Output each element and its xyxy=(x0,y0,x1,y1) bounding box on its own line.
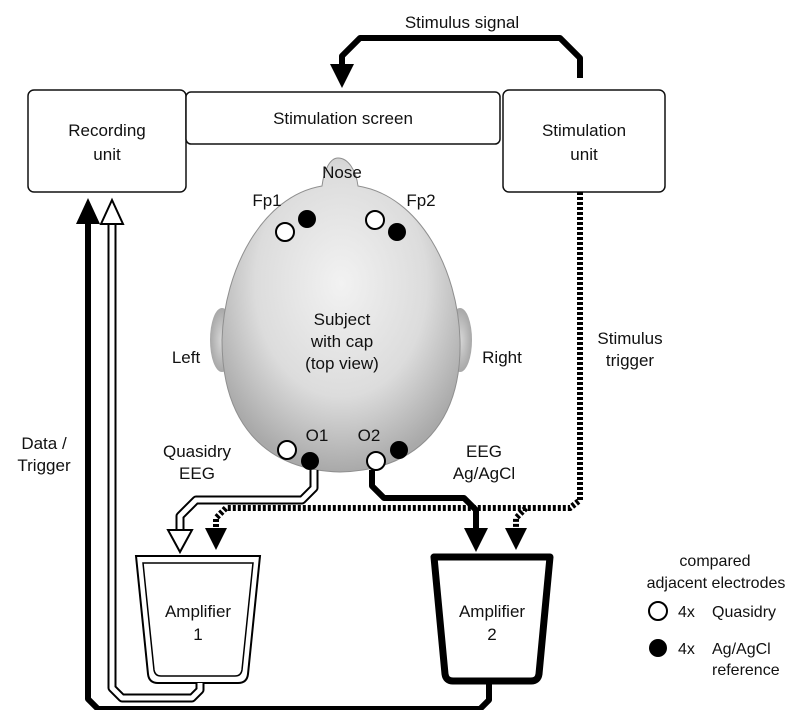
left-label: Left xyxy=(172,348,201,367)
o1-label: O1 xyxy=(306,426,329,445)
recording-unit-label-line1: Recording xyxy=(68,121,146,140)
agagcl-cable xyxy=(369,470,488,552)
stimulation-screen-box: Stimulation screen xyxy=(185,91,501,145)
o2-quasidry-electrode xyxy=(366,451,386,471)
o1-agagcl-electrode xyxy=(301,452,319,470)
data-trigger-line-amplifier-2 xyxy=(76,198,492,710)
fp2-agagcl-electrode xyxy=(388,223,406,241)
amplifier-1-label-line1: Amplifier xyxy=(165,602,231,621)
fp2-label: Fp2 xyxy=(406,191,435,210)
amplifier-2-label-line1: Amplifier xyxy=(459,602,525,621)
quasidry-cable xyxy=(166,470,319,555)
data-trigger-label-line1: Data / xyxy=(21,434,67,453)
stimulus-trigger-label-line1: Stimulus xyxy=(597,329,662,348)
stimulus-signal-arrow xyxy=(330,35,583,88)
subject-label-line3: (top view) xyxy=(305,354,379,373)
data-trigger-label-line2: Trigger xyxy=(17,456,71,475)
right-label: Right xyxy=(482,348,522,367)
legend-item-2-extra: reference xyxy=(712,662,780,679)
amplifier-1: Amplifier 1 xyxy=(134,555,262,684)
quasidry-eeg-label-line1: Quasidry xyxy=(163,442,232,461)
recording-unit-box: Recording unit xyxy=(27,89,187,193)
legend-open-circle-icon xyxy=(648,601,668,621)
legend: compared adjacent electrodes 4x Quasidry… xyxy=(647,553,786,679)
stimulation-screen-label: Stimulation screen xyxy=(273,109,413,128)
nose-label: Nose xyxy=(322,163,362,182)
stimulus-trigger-line xyxy=(205,192,583,550)
o1-quasidry-electrode xyxy=(277,440,297,460)
o2-agagcl-electrode xyxy=(390,441,408,459)
amplifier-1-label-line2: 1 xyxy=(193,625,202,644)
fp1-quasidry-electrode xyxy=(275,222,295,242)
agagcl-eeg-label-line1: EEG xyxy=(466,442,502,461)
stimulation-unit-box: Stimulation unit xyxy=(502,89,666,193)
quasidry-eeg-label-line2: EEG xyxy=(179,464,215,483)
stimulus-trigger-label-line2: trigger xyxy=(606,351,655,370)
agagcl-eeg-label-line2: Ag/AgCl xyxy=(453,464,515,483)
legend-filled-circle-icon xyxy=(649,639,667,657)
amplifier-2-label-line2: 2 xyxy=(487,625,496,644)
data-trigger-line-amplifier-1 xyxy=(99,197,205,703)
subject-label-line2: with cap xyxy=(310,332,373,351)
fp1-label: Fp1 xyxy=(252,191,281,210)
stimulation-unit-label-line1: Stimulation xyxy=(542,121,626,140)
fp1-agagcl-electrode xyxy=(298,210,316,228)
stimulus-signal-label: Stimulus signal xyxy=(405,13,519,32)
legend-item-1-count: 4x xyxy=(678,604,695,621)
amplifier-2: Amplifier 2 xyxy=(430,553,554,685)
recording-unit-label-line2: unit xyxy=(93,145,121,164)
o2-label: O2 xyxy=(358,426,381,445)
subject-label-line1: Subject xyxy=(314,310,371,329)
legend-title-line1: compared xyxy=(679,553,750,570)
legend-item-2-label: Ag/AgCl xyxy=(712,641,771,658)
legend-title-line2: adjacent electrodes xyxy=(647,575,786,592)
stimulation-unit-label-line2: unit xyxy=(570,145,598,164)
fp2-quasidry-electrode xyxy=(365,210,385,230)
legend-item-1-label: Quasidry xyxy=(712,604,776,621)
legend-item-2-count: 4x xyxy=(678,641,695,658)
